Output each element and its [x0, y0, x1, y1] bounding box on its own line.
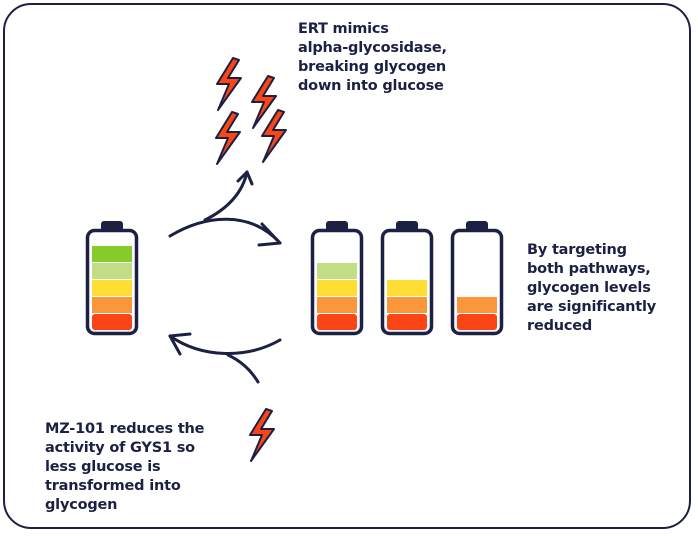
- battery-segment: [387, 297, 427, 313]
- battery-full: [85, 221, 139, 336]
- caption-line: ERT mimics: [298, 21, 389, 37]
- frame-border: [3, 3, 691, 529]
- caption-line: are significantly: [527, 299, 657, 315]
- battery-segment: [457, 297, 497, 313]
- arrow-top-arc: [168, 217, 282, 245]
- battery-segment: [92, 280, 132, 296]
- battery-segment: [92, 263, 132, 279]
- battery-after-one: [310, 221, 364, 336]
- battery-segment: [92, 246, 132, 262]
- battery-segment: [317, 314, 357, 330]
- caption-line: activity of GYS1 so: [45, 440, 195, 456]
- caption-line: less glucose is: [45, 459, 161, 475]
- arrow-branch-up-head: [236, 170, 254, 186]
- both-pathways-caption: By targeting both pathways, glycogen level…: [527, 241, 656, 336]
- battery-cap: [101, 221, 123, 231]
- lightning-bolt-icon: [251, 75, 277, 129]
- battery-segment: [92, 297, 132, 313]
- arrow-branch-up: [203, 170, 249, 222]
- caption-line: alpha-glycosidase,: [298, 40, 447, 56]
- mz101-caption: MZ-101 reduces the activity of GYS1 so les…: [45, 420, 205, 515]
- caption-line: By targeting: [527, 242, 627, 258]
- battery-after-two: [380, 221, 434, 336]
- arrow-branch-bottom: [226, 353, 260, 384]
- caption-line: both pathways,: [527, 261, 651, 277]
- battery-segment: [457, 314, 497, 330]
- battery-segment: [317, 297, 357, 313]
- battery-segment: [92, 314, 132, 330]
- caption-line: transformed into: [45, 478, 181, 494]
- battery-segment: [387, 280, 427, 296]
- arrow-bottom-head: [168, 332, 192, 356]
- battery-cap: [466, 221, 488, 231]
- battery-segment: [317, 280, 357, 296]
- caption-line: glycogen: [45, 497, 118, 513]
- battery-after-both: [450, 221, 504, 336]
- lightning-bolt-icon: [216, 57, 242, 111]
- caption-line: MZ-101 reduces the: [45, 421, 205, 437]
- caption-line: glycogen levels: [527, 280, 651, 296]
- battery-cap: [326, 221, 348, 231]
- arrow-bottom-arc: [168, 334, 282, 355]
- battery-segment: [387, 314, 427, 330]
- battery-cap: [396, 221, 418, 231]
- lightning-bolt-icon: [215, 111, 241, 165]
- battery-segment: [317, 263, 357, 279]
- caption-line: reduced: [527, 318, 593, 334]
- lightning-bolt-icon: [249, 408, 275, 462]
- caption-line: breaking glycogen: [298, 59, 447, 75]
- ert-caption: ERT mimics alpha-glycosidase, breaking gly…: [298, 20, 447, 96]
- lightning-bolt-icon: [261, 109, 287, 163]
- arrow-top-head: [257, 222, 282, 247]
- caption-line: down into glucose: [298, 78, 444, 94]
